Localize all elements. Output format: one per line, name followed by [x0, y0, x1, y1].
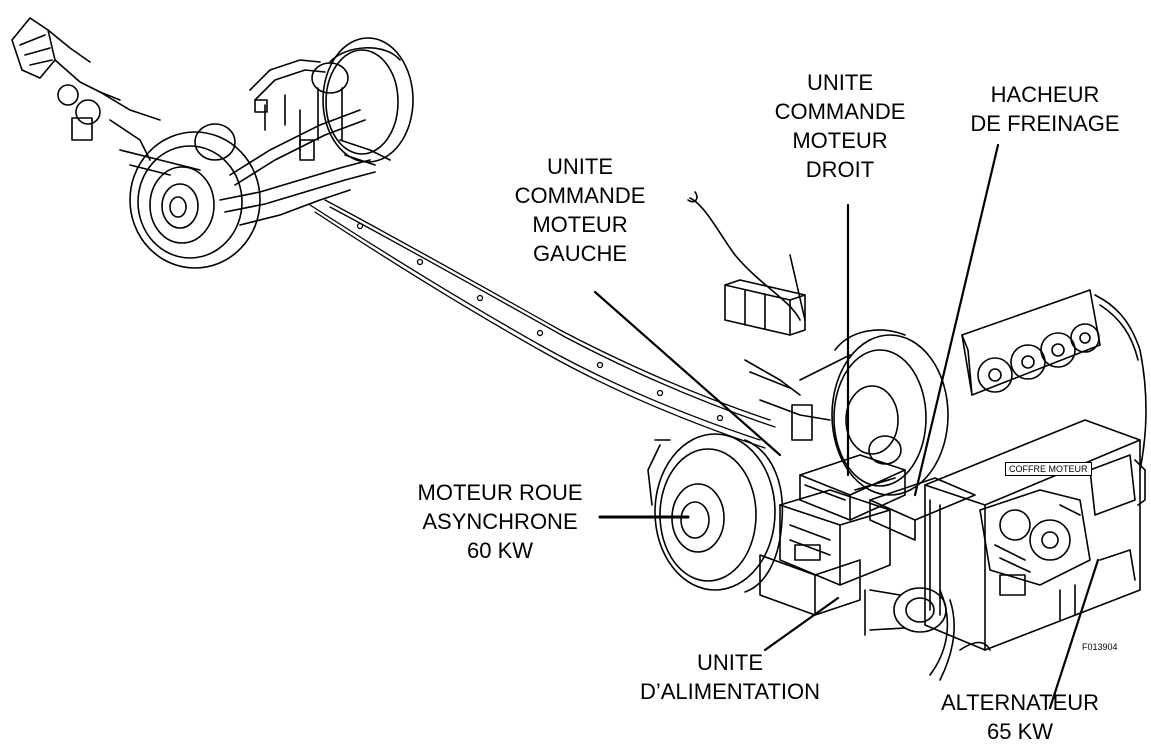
label-line: D’ALIMENTATION — [639, 679, 821, 704]
engine-box-plate: COFFRE MOTEUR — [1005, 462, 1092, 476]
engine-compartment — [924, 419, 1146, 651]
label-line: COMMANDE — [774, 99, 906, 124]
label-ucm-gauche: UNITE COMMANDE MOTEUR GAUCHE — [480, 152, 680, 268]
label-line: COMMANDE — [514, 183, 646, 208]
label-alternateur: ALTERNATEUR 65 KW — [920, 688, 1120, 746]
control-box — [724, 279, 806, 336]
label-ucm-droit: UNITE COMMANDE MOTEUR DROIT — [740, 68, 940, 184]
label-line: ASYNCHRONE — [422, 509, 578, 534]
label-line: MOTEUR — [532, 212, 628, 237]
front-left-wheel — [129, 131, 261, 269]
label-hacheur: HACHEUR DE FREINAGE — [955, 80, 1135, 138]
label-moteur-roue: MOTEUR ROUE ASYNCHRONE 60 KW — [380, 478, 620, 565]
leader-hacheur — [913, 143, 1000, 497]
label-line: ALTERNATEUR — [940, 690, 1100, 715]
label-line: UNITE — [547, 154, 613, 179]
leader-ucm-gauche — [593, 290, 782, 457]
air-bellow-left — [194, 123, 236, 161]
connecting-cables — [309, 199, 776, 449]
label-line: MOTEUR — [792, 128, 888, 153]
label-line: UNITE — [697, 650, 763, 675]
label-line: MOTEUR ROUE — [417, 480, 583, 505]
label-line: 60 KW — [466, 538, 534, 563]
rear-right-wheel — [831, 329, 949, 496]
rear-left-wheel — [647, 433, 784, 593]
leader-alimentation — [763, 596, 840, 652]
label-line: DE FREINAGE — [970, 111, 1120, 136]
steering-linkage — [11, 17, 161, 161]
label-line: DROIT — [805, 157, 875, 182]
label-alimentation: UNITE D’ALIMENTATION — [620, 648, 840, 706]
label-line: GAUCHE — [532, 241, 628, 266]
front-axle-assembly — [11, 17, 414, 269]
rear-axle-assembly — [647, 191, 949, 593]
front-right-wheel — [322, 37, 414, 163]
label-line: 65 KW — [986, 719, 1054, 744]
figure-reference: F013904 — [1082, 642, 1118, 652]
label-line: HACHEUR — [990, 82, 1100, 107]
leader-lines — [593, 143, 1100, 710]
air-bellow-right — [311, 62, 349, 94]
radiator-fans — [961, 289, 1147, 471]
label-line: UNITE — [807, 70, 873, 95]
power-modules — [759, 454, 991, 681]
leader-alternateur — [1048, 558, 1100, 710]
